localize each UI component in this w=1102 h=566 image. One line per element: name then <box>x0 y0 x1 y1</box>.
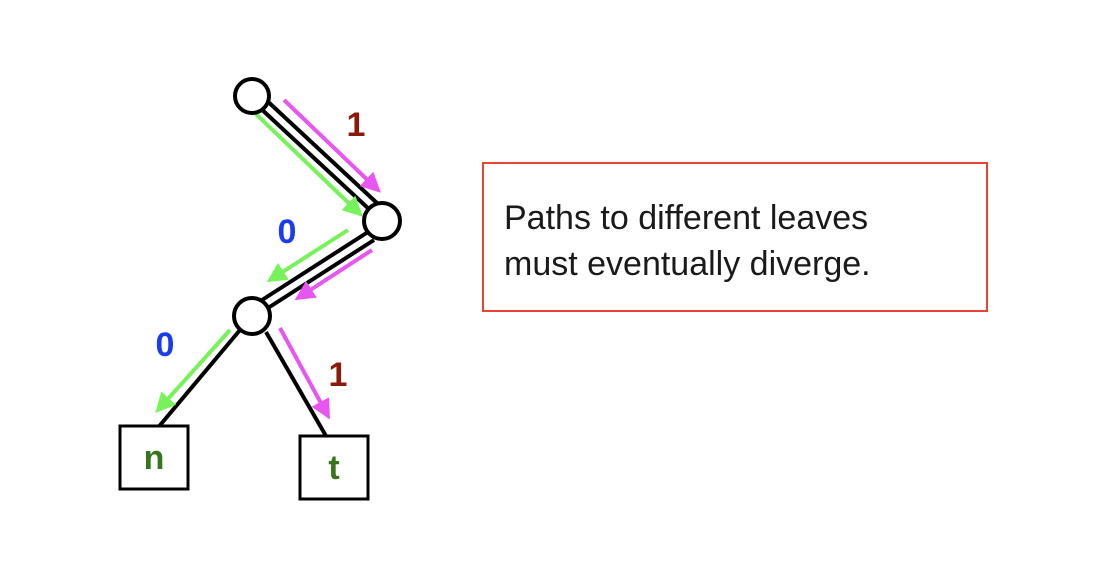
edge-labels: 1 0 0 1 <box>156 106 366 394</box>
green-arrow-right-mid <box>266 228 350 283</box>
edge-label-root-right: 1 <box>347 106 366 144</box>
callout-line-1: Paths to different leaves <box>504 199 869 237</box>
edge-label-mid-n: 0 <box>156 326 175 364</box>
edge-label-right-mid: 0 <box>278 213 297 251</box>
edge-right-mid-a <box>260 230 370 302</box>
tree-nodes <box>232 77 402 336</box>
magenta-arrow-right-mid <box>294 248 374 301</box>
leaf-t-label: t <box>328 449 339 487</box>
callout-line-2: must eventually diverge. <box>504 245 871 283</box>
edge-mid-n <box>154 328 242 432</box>
leaf-t-box <box>298 434 370 501</box>
magenta-arrow-root-right <box>282 98 381 193</box>
edge-label-mid-t: 1 <box>329 356 348 394</box>
root-node <box>233 77 271 115</box>
edge-right-mid-b <box>266 238 376 310</box>
edge-root-right-b <box>262 96 380 206</box>
leaf-n-box <box>118 424 190 491</box>
green-arrow-root-right <box>254 112 363 217</box>
magenta-arrow-mid-t <box>278 327 330 420</box>
callout-box: Paths to different leaves must eventuall… <box>482 162 988 312</box>
leaf-nodes: n t <box>118 424 370 501</box>
tree-edges <box>154 96 380 437</box>
path-arrows <box>155 98 381 420</box>
right-child-node <box>362 201 402 241</box>
mid-node <box>232 296 272 336</box>
edge-root-right-a <box>256 104 372 212</box>
leaf-n-label: n <box>144 439 165 477</box>
green-arrow-mid-n <box>155 328 232 413</box>
edge-mid-t <box>264 331 328 437</box>
